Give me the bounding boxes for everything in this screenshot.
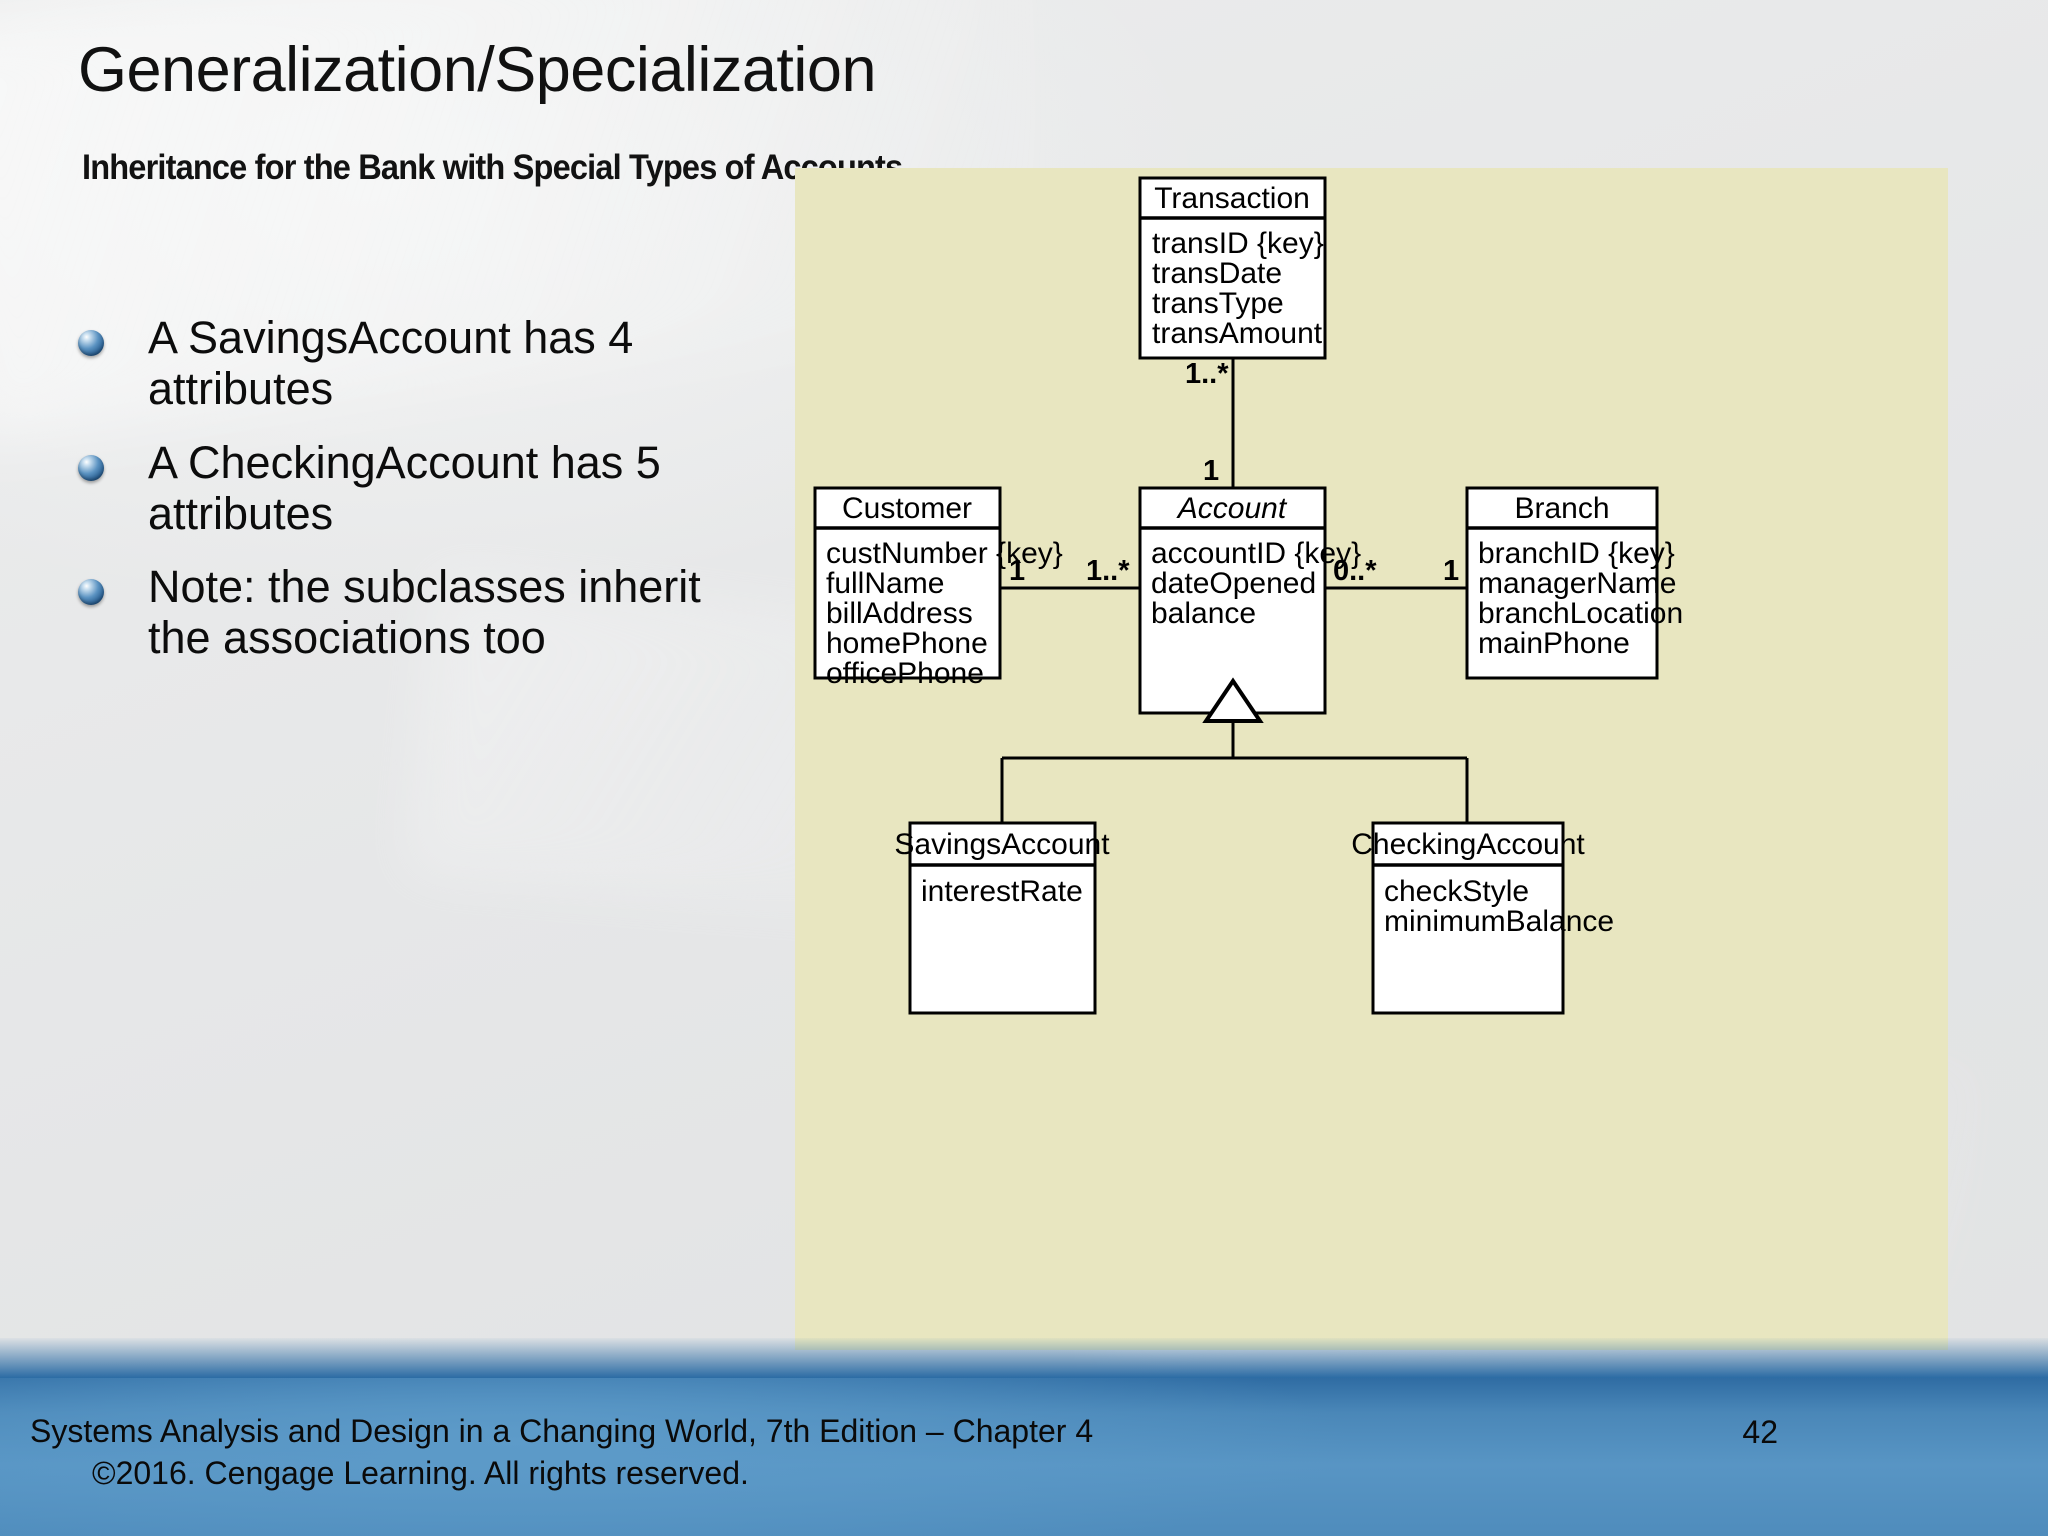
- class-attribute: transType: [1152, 287, 1284, 320]
- list-item: A SavingsAccount has 4 attributes: [78, 312, 718, 415]
- footer-line-1: Systems Analysis and Design in a Changin…: [30, 1413, 1094, 1449]
- class-box-customer[interactable]: Customer custNumber {key} fullName billA…: [813, 486, 1063, 690]
- list-item: Note: the subclasses inherit the associa…: [78, 561, 718, 664]
- class-attribute: accountID {key}: [1151, 537, 1361, 570]
- class-attribute: minimumBalance: [1384, 905, 1614, 938]
- page-subtitle: Inheritance for the Bank with Special Ty…: [82, 148, 903, 187]
- class-box-checkingaccount[interactable]: CheckingAccount checkStyle minimumBalanc…: [1351, 821, 1614, 1015]
- multiplicity-transaction-end: 1..*: [1185, 358, 1229, 390]
- uml-diagram-panel: Transaction transID {key} transDate tran…: [795, 168, 1948, 1350]
- class-box-branch[interactable]: Branch branchID {key} managerName branch…: [1465, 486, 1683, 680]
- generalization-triangle-icon: [1202, 677, 1264, 723]
- class-attribute: balance: [1151, 597, 1256, 630]
- page-title: Generalization/Specialization: [78, 35, 876, 105]
- class-attribute: transID {key}: [1152, 227, 1324, 260]
- list-item-label: A CheckingAccount has 5 attributes: [148, 436, 661, 539]
- class-name-savingsaccount: SavingsAccount: [894, 828, 1110, 861]
- class-attribute: custNumber {key}: [826, 537, 1063, 570]
- footer-band: Systems Analysis and Design in a Changin…: [0, 1378, 2048, 1536]
- class-box-transaction[interactable]: Transaction transID {key} transDate tran…: [1138, 176, 1327, 360]
- list-item-label: A SavingsAccount has 4 attributes: [148, 312, 634, 415]
- class-attribute: transDate: [1152, 257, 1282, 290]
- class-attribute: homePhone: [826, 627, 988, 660]
- footer-line-2: ©2016. Cengage Learning. All rights rese…: [92, 1455, 749, 1492]
- sphere-bullet-icon: [78, 454, 104, 481]
- class-attribute: officePhone: [826, 657, 984, 690]
- class-attribute: checkStyle: [1384, 875, 1529, 908]
- list-item: A CheckingAccount has 5 attributes: [78, 437, 718, 540]
- class-name-transaction: Transaction: [1154, 182, 1310, 215]
- multiplicity-account-branch-end: 0..*: [1333, 555, 1377, 587]
- class-attribute: fullName: [826, 567, 944, 600]
- class-attribute: branchID {key}: [1478, 537, 1675, 570]
- class-attribute: mainPhone: [1478, 627, 1630, 660]
- footer-credit: Systems Analysis and Design in a Changin…: [30, 1410, 1093, 1494]
- class-name-account: Account: [1176, 492, 1288, 525]
- class-attribute: transAmount: [1152, 317, 1323, 350]
- bullet-list: A SavingsAccount has 4 attributes A Chec…: [78, 312, 718, 686]
- class-name-customer: Customer: [842, 492, 972, 525]
- sphere-bullet-icon: [78, 330, 104, 356]
- class-attribute: branchLocation: [1478, 597, 1683, 630]
- sphere-bullet-icon: [78, 579, 104, 606]
- footer-edge: [0, 1338, 2048, 1378]
- class-attribute: interestRate: [921, 875, 1083, 908]
- page-number: 42: [1742, 1414, 1778, 1450]
- multiplicity-account-customer-end: 1..*: [1086, 555, 1130, 587]
- class-attribute: dateOpened: [1151, 567, 1316, 600]
- class-box-account[interactable]: Account accountID {key} dateOpened balan…: [1138, 486, 1361, 715]
- multiplicity-branch-end: 1: [1443, 555, 1459, 587]
- class-attribute: billAddress: [826, 597, 973, 630]
- multiplicity-account-transaction-end: 1: [1203, 455, 1219, 487]
- class-box-savingsaccount[interactable]: SavingsAccount interestRate: [894, 821, 1110, 1015]
- class-attribute: managerName: [1478, 567, 1676, 600]
- multiplicity-customer-end: 1: [1009, 555, 1025, 587]
- class-name-checkingaccount: CheckingAccount: [1351, 828, 1585, 861]
- list-item-label: Note: the subclasses inherit the associa…: [148, 561, 701, 664]
- class-name-branch: Branch: [1514, 492, 1609, 525]
